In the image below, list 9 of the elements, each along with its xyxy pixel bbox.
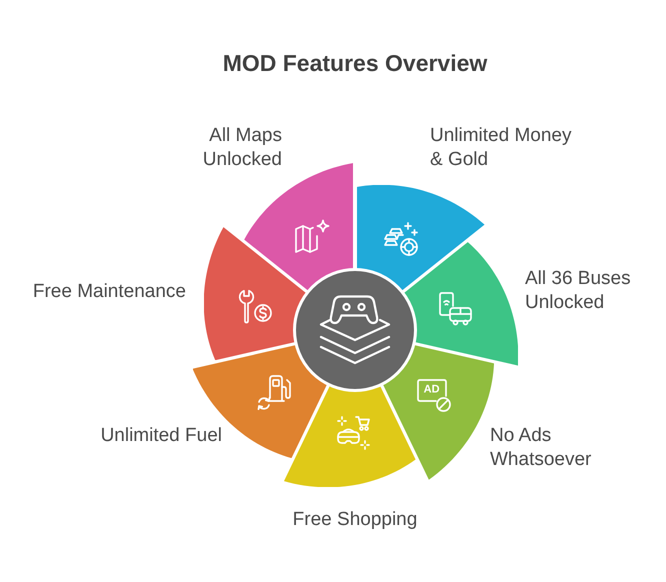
feature-label: Free Maintenance	[32, 280, 186, 304]
feature-label: Unlimited Money & Gold	[430, 124, 572, 172]
diagram-title: MOD Features Overview	[222, 49, 488, 78]
feature-label: Free Shopping	[292, 508, 418, 532]
feature-label: No Ads Whatsoever	[490, 424, 592, 472]
feature-label: Unlimited Fuel	[100, 424, 222, 448]
feature-label: All 36 Buses Unlocked	[525, 267, 632, 315]
feature-label: All Maps Unlocked	[202, 124, 282, 172]
ad-text: AD	[424, 384, 440, 396]
